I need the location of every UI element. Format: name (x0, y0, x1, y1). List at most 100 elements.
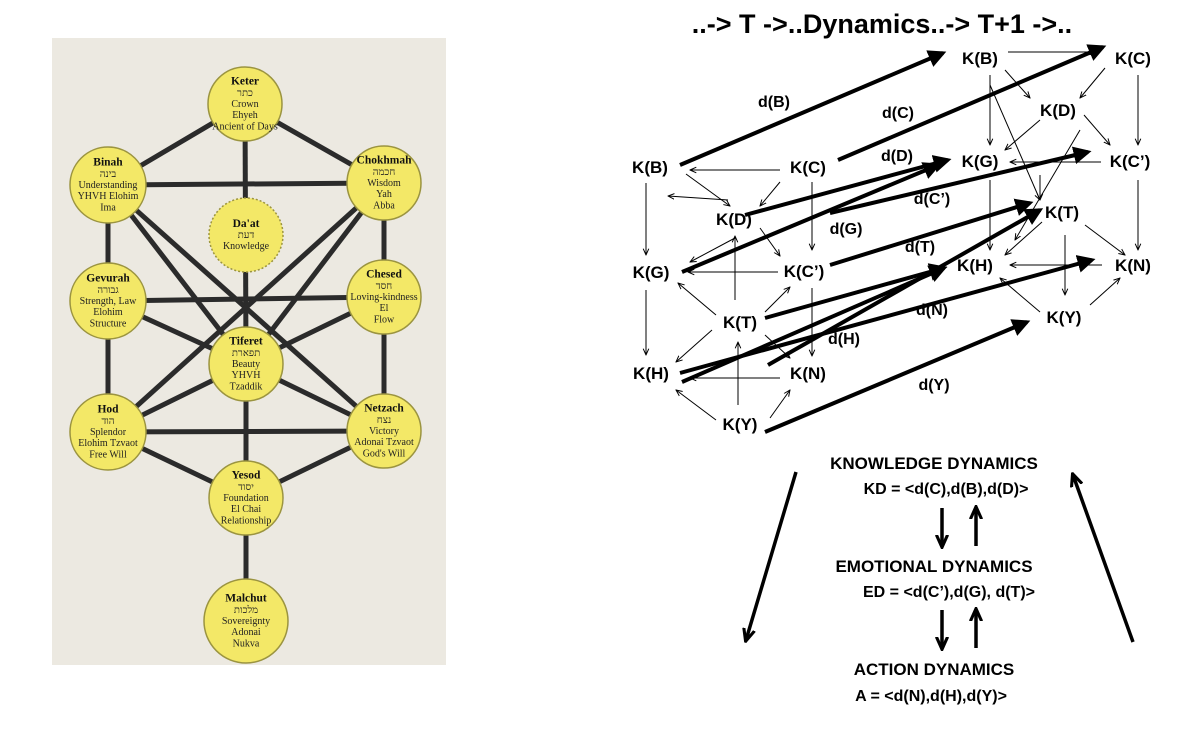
relation-arrow (760, 181, 781, 206)
sefira-attribute: El Chai (231, 504, 261, 515)
sefira-name: Malchut (225, 593, 267, 605)
sefira-attribute: תפארת (232, 348, 260, 359)
sefira-attribute: Strength, Law (80, 296, 137, 307)
sefira-attribute: Ancient of Days (212, 121, 278, 132)
relation-arrow (759, 227, 780, 256)
sefira-attribute: Ehyeh (232, 110, 258, 121)
sefira-attribute: נצח (377, 415, 391, 426)
relation-arrow (1084, 224, 1125, 255)
transition-arrow (829, 146, 1092, 215)
dynamics-label-db: d(B) (758, 94, 790, 111)
sefira-attribute: Adonai (231, 627, 261, 638)
sefira-attribute: Structure (90, 318, 127, 329)
sefira-attribute: דעת (238, 230, 255, 241)
dynamics-label-dcp: d(C’) (914, 191, 950, 208)
sefira-attribute: חכמה (373, 167, 396, 178)
dynamics-label-dy: d(Y) (918, 377, 949, 394)
knowledge-node-h0: K(H) (633, 364, 669, 383)
sefira-attribute: Sovereignty (222, 616, 270, 627)
transition-arrow (829, 198, 1034, 267)
sefira-attribute: בינה (100, 169, 117, 180)
sefira-circle (346, 393, 422, 469)
sefira-attribute: גבורה (97, 285, 118, 296)
sefira-circle (346, 145, 422, 221)
sefira-attribute: חסד (376, 281, 392, 292)
sefira-attribute: Loving-kindness (350, 292, 417, 303)
sefira-attribute: Elohim Tzvaot (78, 438, 138, 449)
knowledge-node-y1: K(Y) (1047, 308, 1082, 327)
sefira-attribute: Elohim (93, 307, 123, 318)
dynamics-header: ..-> T ->..Dynamics..-> T+1 ->.. (692, 9, 1072, 39)
sefira-attribute: Beauty (232, 359, 260, 370)
sefira-attribute: Crown (231, 99, 258, 110)
relation-arrow (668, 196, 729, 201)
action-dynamics-formula: A = <d(N),d(H),d(Y)> (855, 688, 1007, 705)
sefira-name: Gevurah (86, 273, 130, 285)
dynamics-label-dt: d(T) (905, 239, 935, 256)
sefira-attribute: El (380, 303, 389, 314)
transition-arrow (681, 162, 942, 274)
sefira-attribute: יסוד (238, 482, 254, 493)
sefira-attribute: Victory (369, 426, 399, 437)
sefira-name: Binah (93, 157, 123, 169)
relation-arrow (769, 390, 790, 419)
knowledge-node-c0: K(C) (790, 158, 826, 177)
knowledge-dynamics-formula: KD = <d(C),d(B),d(D)> (864, 481, 1029, 498)
knowledge-node-d0: K(D) (716, 210, 752, 229)
knowledge-node-t1: K(T) (1045, 203, 1079, 222)
sefira-circle (208, 197, 284, 273)
sefira-name: Hod (97, 404, 119, 416)
sefira-circle (208, 460, 284, 536)
sefira-attribute: Free Will (89, 449, 127, 460)
relation-arrow (1083, 114, 1110, 145)
transition-arrow (764, 319, 1031, 434)
knowledge-node-b0: K(B) (632, 158, 668, 177)
sefira-attribute: Wisdom (367, 178, 401, 189)
transition-arrow (764, 263, 948, 320)
knowledge-node-cp1: K(C’) (1110, 152, 1151, 171)
dynamics-label-dh: d(H) (828, 331, 860, 348)
sefira-circle (207, 66, 283, 142)
sefira-attribute: Understanding (79, 180, 138, 191)
relation-arrow (690, 237, 736, 262)
sefira-circle (208, 326, 284, 402)
sefira-name: Yesod (232, 470, 261, 482)
sefira-attribute: God's Will (363, 448, 406, 459)
sefira-name: Netzach (364, 403, 404, 415)
knowledge-node-d1: K(D) (1040, 101, 1076, 120)
dynamics-label-dc: d(C) (882, 105, 914, 122)
sefira-attribute: Abba (373, 200, 395, 211)
knowledge-node-n1: K(N) (1115, 256, 1151, 275)
sefira-attribute: YHVH (232, 370, 261, 381)
sefira-attribute: הוד (101, 416, 114, 427)
tree-path-chokhmah-tiferet (244, 181, 386, 366)
dynamics-label-dg: d(G) (830, 221, 863, 238)
sefira-name: Keter (231, 76, 259, 88)
dynamics-labels: d(B)d(C)d(D)d(C’)d(G)d(T)d(N)d(H)d(Y) (758, 94, 950, 394)
sefira-circle (69, 146, 147, 224)
dynamics-transitions (679, 44, 1107, 434)
sefira-attribute: Tzaddik (230, 381, 263, 392)
transition-arrow (681, 265, 948, 384)
transition-arrow (837, 44, 1107, 162)
tree-path-binah-chokhmah (107, 180, 385, 188)
sefira-attribute: Knowledge (223, 241, 270, 252)
sefira-attribute: Foundation (223, 493, 269, 504)
tree-path-gevurah-chesed (107, 294, 385, 304)
transition-arrow (679, 50, 947, 167)
knowledge-node-b1: K(B) (962, 49, 998, 68)
relation-arrow (764, 287, 790, 313)
knowledge-node-t0: K(T) (723, 313, 757, 332)
knowledge-dynamics-title: KNOWLEDGE DYNAMICS (830, 454, 1038, 473)
